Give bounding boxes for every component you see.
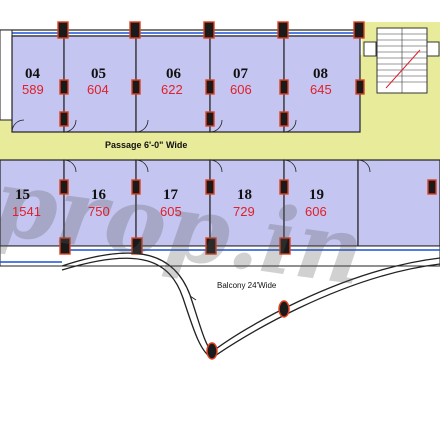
left-wall-block	[0, 29, 13, 121]
unit-17-number: 17	[163, 187, 179, 203]
unit-08-area: 645	[310, 82, 332, 97]
unit-18-room[interactable]	[209, 159, 285, 247]
unit-07-number: 07	[233, 66, 249, 82]
unit-05-room[interactable]	[63, 35, 137, 133]
unit-16-room[interactable]	[63, 159, 137, 247]
unit-08-room[interactable]	[283, 35, 361, 133]
unit-15-area: 1541	[12, 204, 41, 219]
balcony-columns	[206, 300, 290, 360]
columns	[57, 21, 437, 255]
passage-label: Passage 6'-0" Wide	[105, 140, 187, 150]
bottom-wall	[0, 245, 440, 267]
unit-04-room[interactable]	[11, 35, 65, 133]
unit-16-number: 16	[91, 187, 107, 203]
lift-right	[426, 41, 440, 57]
unit-07-area: 606	[230, 82, 252, 97]
unit-06-room[interactable]	[135, 35, 211, 133]
unit-19-area: 606	[305, 204, 327, 219]
unit-04-number: 04	[25, 66, 41, 82]
top-units	[11, 35, 361, 133]
lift	[363, 41, 377, 57]
balcony-label: Balcony 24'Wide	[217, 281, 277, 290]
unit-15-room[interactable]	[0, 159, 65, 247]
unit-05-area: 604	[87, 82, 109, 97]
unit-04-area: 589	[22, 82, 44, 97]
unit-05-number: 05	[91, 66, 106, 82]
unit-06-number: 06	[166, 66, 182, 82]
unit-07-room[interactable]	[209, 35, 285, 133]
balcony-stub	[189, 295, 197, 301]
unit-15-number: 15	[15, 187, 30, 203]
unit-20-room[interactable]	[357, 159, 440, 247]
unit-19-number: 19	[309, 187, 324, 203]
unit-08-number: 08	[313, 66, 328, 82]
unit-16-area: 750	[88, 204, 110, 219]
unit-18-number: 18	[237, 187, 252, 203]
unit-17-room[interactable]	[135, 159, 211, 247]
unit-06-area: 622	[161, 82, 183, 97]
stair-treads	[377, 28, 427, 93]
balcony-edge	[61, 252, 440, 359]
stair-arrow	[385, 49, 421, 89]
unit-17-area: 605	[160, 204, 182, 219]
door-swings	[11, 119, 371, 173]
unit-19-room[interactable]	[283, 159, 359, 247]
unit-18-area: 729	[233, 204, 255, 219]
bottom-units	[0, 159, 440, 247]
